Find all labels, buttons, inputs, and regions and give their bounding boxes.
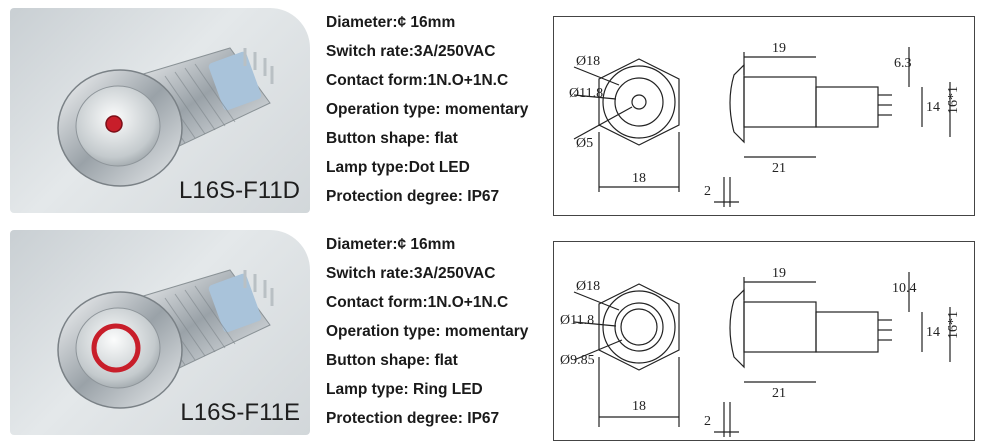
dim-side-right: 16*1 bbox=[946, 86, 961, 114]
technical-drawing: Ø18 Ø11.8 Ø9.85 18 2 19 21 10.4 14 16*1 bbox=[553, 241, 975, 441]
spec-contact-form: Contact form:1N.O+1N.C bbox=[326, 294, 509, 311]
spec-protection-degree: Protection degree: IP67 bbox=[326, 410, 500, 427]
product-row-2: L16S-F11E Diameter:¢ 16mm Switch rate:3A… bbox=[0, 230, 990, 443]
spec-lamp-type: Lamp type:Dot LED bbox=[326, 159, 470, 176]
push-button-illustration bbox=[57, 47, 274, 187]
dim-length-bottom: 21 bbox=[772, 386, 786, 401]
dim-length-bottom: 21 bbox=[772, 161, 786, 176]
spec-switch-rate: Switch rate:3A/250VAC bbox=[326, 43, 496, 60]
product-photo: L16S-F11E bbox=[10, 230, 310, 435]
dim-length-top: 19 bbox=[772, 266, 786, 281]
product-row-1: L16S-F11D Diameter:¢ 16mm Switch rate:3A… bbox=[0, 8, 990, 221]
dim-gap: 2 bbox=[704, 414, 711, 429]
dim-mid-diameter: Ø11.8 bbox=[569, 86, 603, 101]
spec-lamp-type: Lamp type: Ring LED bbox=[326, 381, 483, 398]
dot-led-icon bbox=[105, 115, 123, 133]
push-button-illustration bbox=[57, 269, 274, 409]
dim-front-width: 18 bbox=[632, 171, 646, 186]
dim-side-mid: 14 bbox=[926, 325, 940, 340]
spec-diameter: Diameter:¢ 16mm bbox=[326, 236, 456, 253]
dim-mid-diameter: Ø11.8 bbox=[560, 313, 594, 328]
spec-operation-type: Operation type: momentary bbox=[326, 323, 529, 340]
product-model: L16S-F11E bbox=[180, 399, 300, 426]
spec-switch-rate: Switch rate:3A/250VAC bbox=[326, 265, 496, 282]
dim-outer-diameter: Ø18 bbox=[576, 279, 600, 294]
dim-side-top: 6.3 bbox=[894, 56, 912, 71]
dim-side-right: 16*1 bbox=[946, 311, 961, 339]
dim-outer-diameter: Ø18 bbox=[576, 54, 600, 69]
spec-diameter: Diameter:¢ 16mm bbox=[326, 14, 456, 31]
technical-drawing: Ø18 Ø11.8 Ø5 18 2 19 21 6.3 14 16*1 bbox=[553, 16, 975, 216]
product-photo: L16S-F11D bbox=[10, 8, 310, 213]
spec-operation-type: Operation type: momentary bbox=[326, 101, 529, 118]
dim-length-top: 19 bbox=[772, 41, 786, 56]
dim-side-mid: 14 bbox=[926, 100, 940, 115]
spec-list: Diameter:¢ 16mm Switch rate:3A/250VAC Co… bbox=[326, 8, 546, 211]
spec-list: Diameter:¢ 16mm Switch rate:3A/250VAC Co… bbox=[326, 230, 546, 433]
dim-inner-diameter: Ø5 bbox=[576, 136, 593, 151]
spec-button-shape: Button shape: flat bbox=[326, 130, 458, 147]
dim-gap: 2 bbox=[704, 184, 711, 199]
product-model: L16S-F11D bbox=[179, 177, 300, 204]
spec-contact-form: Contact form:1N.O+1N.C bbox=[326, 72, 509, 89]
spec-button-shape: Button shape: flat bbox=[326, 352, 458, 369]
ring-led-icon bbox=[91, 323, 141, 373]
dim-side-top: 10.4 bbox=[892, 281, 917, 296]
spec-protection-degree: Protection degree: IP67 bbox=[326, 188, 500, 205]
dim-inner-diameter: Ø9.85 bbox=[560, 353, 595, 368]
dim-front-width: 18 bbox=[632, 399, 646, 414]
